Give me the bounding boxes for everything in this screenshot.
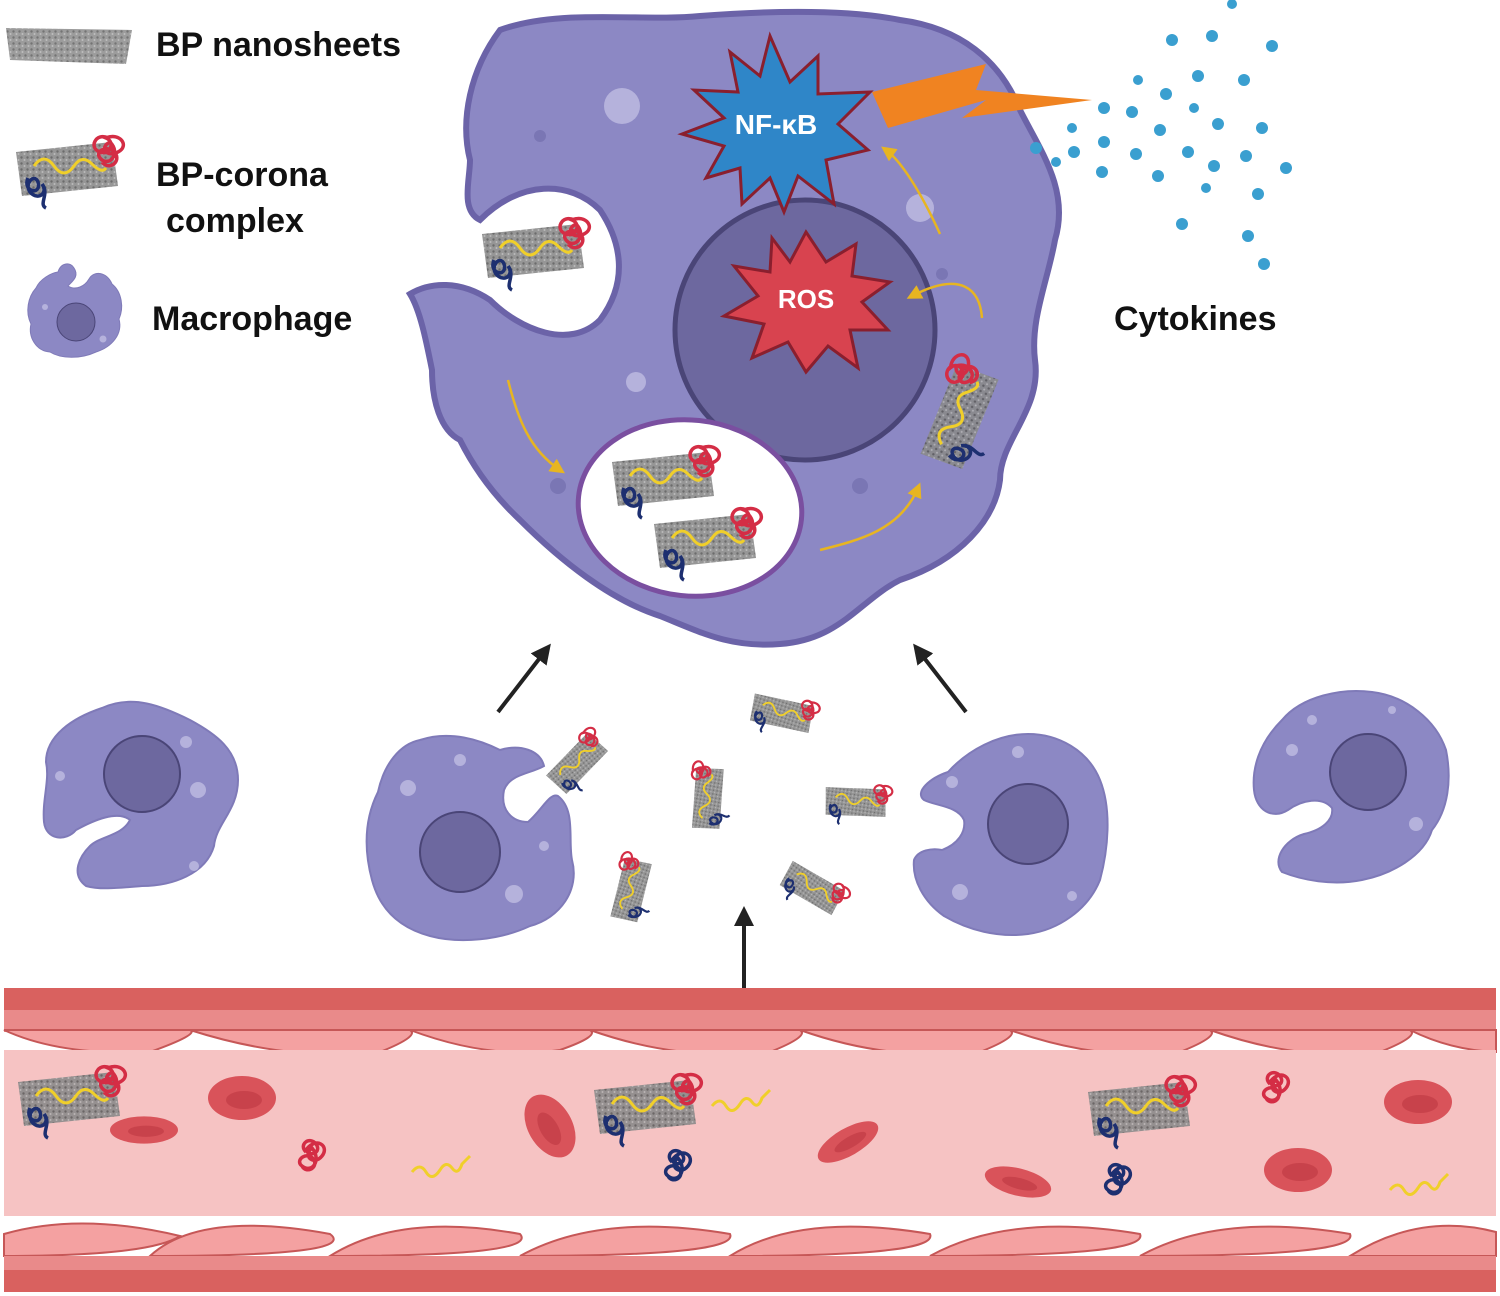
large-macrophage: NF-κB ROS: [405, 8, 1062, 648]
legend-nanosheets-label: BP nanosheets: [156, 26, 402, 64]
macrophage-far-right: [1252, 690, 1450, 884]
nanosheet-legend-icon: [6, 28, 132, 64]
cytokines-cloud: [1030, 0, 1292, 270]
lightning-bolt-icon: [872, 64, 1092, 128]
nfkb-label: NF-κB: [735, 109, 817, 140]
legend-corona-label-line2: complex: [166, 202, 304, 240]
signaling-arrows: [506, 146, 984, 552]
macrophage-far-left: [42, 700, 240, 890]
legend-macrophage-label: Macrophage: [152, 300, 353, 338]
macrophage-mid-right: [912, 732, 1109, 937]
corona-complex-legend-icon: [14, 134, 126, 210]
nfkb-burst: NF-κB: [677, 31, 874, 217]
legend: [6, 28, 132, 358]
ros-label: ROS: [778, 284, 834, 314]
migration-arrows: [496, 643, 968, 994]
ros-burst: ROS: [719, 229, 894, 375]
blood-vessel: [3, 988, 1497, 1292]
cytokines-label: Cytokines: [1114, 300, 1277, 338]
legend-corona-label-line1: BP-corona: [156, 156, 328, 194]
scattered-complexes: [538, 683, 895, 930]
macrophage-mid-left: [365, 734, 575, 942]
macrophage-legend-icon: [27, 263, 123, 358]
